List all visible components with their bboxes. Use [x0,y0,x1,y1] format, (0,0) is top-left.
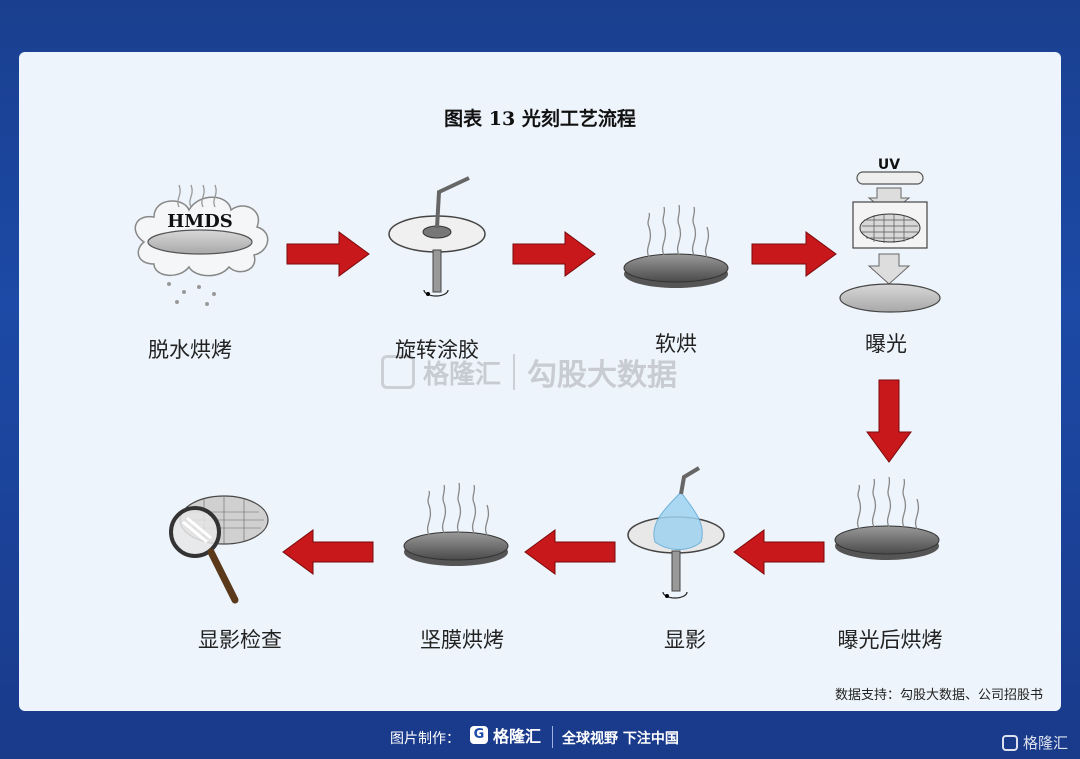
step-label-1: 脱水烘烤 [148,338,232,362]
arrow-left-1 [733,529,825,575]
watermark-brand: 格隆汇 [423,359,502,390]
footer-divider [552,726,553,748]
footer-brand: 格隆汇 [493,727,542,746]
source-note: 数据支持：勾股大数据、公司招股书 [834,688,1043,703]
diagram-title: 图表 13 光刻工艺流程 [444,108,636,130]
arrow-left-3 [282,529,374,575]
arrow-left-2 [524,529,616,575]
watermark-text: 勾股大数据 [527,358,678,393]
footer-slogan: 全球视野 下注中国 [562,731,679,747]
brand-logo-icon: G [470,726,488,744]
footer-bar: 图片制作： G 格隆汇 全球视野 下注中国 [0,720,1080,752]
inspection-icon [169,495,269,604]
exposure-icon: UV [839,157,941,313]
step-label-6: 显影 [664,628,706,652]
watermark: 格隆汇 勾股大数据 [381,350,677,394]
step-label-5: 曝光后烘烤 [837,628,943,652]
step-label-7: 坚膜烘烤 [420,628,504,652]
post-exposure-bake-icon [834,476,940,560]
hmds-label: HMDS [167,211,233,232]
corner-logo-icon [1001,734,1018,751]
footer-logo: G 格隆汇 [470,723,541,747]
arrow-right-1 [286,231,370,277]
step-label-8: 显影检查 [198,628,282,652]
develop-icon [627,466,725,599]
arrow-right-3 [751,231,837,277]
corner-brand: 格隆汇 [1022,734,1068,752]
uv-label: UV [878,157,900,173]
step-label-3: 软烘 [655,332,697,356]
spin-coat-icon [388,176,486,297]
corner-logo: 格隆汇 [1001,732,1068,753]
hard-bake-icon [403,482,509,566]
watermark-divider [513,354,516,390]
arrow-right-2 [512,231,596,277]
watermark-logo-icon [381,355,415,389]
step-label-4: 曝光 [865,332,907,356]
dehydration-bake-icon: HMDS [134,184,269,306]
step-label-2: 旋转涂胶 [395,338,479,362]
diagram-card: 图表 13 光刻工艺流程 HMDS [19,52,1061,711]
arrow-down [866,379,912,463]
made-by-label: 图片制作： [390,731,460,747]
soft-bake-icon [623,204,729,288]
process-flow: HMDS [134,157,941,604]
